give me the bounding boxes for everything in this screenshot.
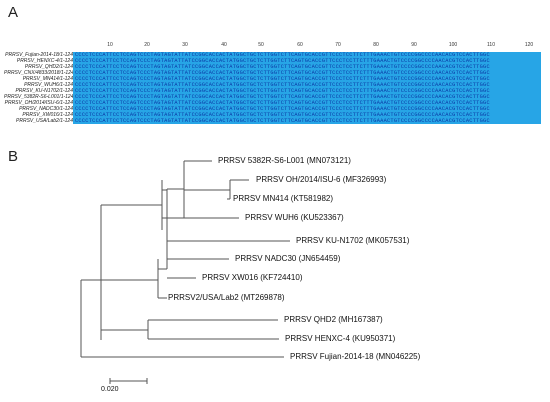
sequence-name: PRRSV_QHD2/1-124: [24, 64, 73, 70]
sequence-name: PRRSV_MN414/1-124: [22, 76, 73, 82]
tree-leaf-label: PRRSV QHD2 (MH167387): [284, 315, 383, 324]
tree-leaf-label: PRRSV KU-N1702 (MK057531): [296, 236, 410, 245]
sequence-row: CCCCTCCCATTCCTCCAGTCCCTAGTAGTATTATCCGGCA…: [75, 106, 490, 112]
ruler-tick: 120: [524, 42, 534, 48]
ruler-tick: 60: [297, 42, 303, 48]
tree-leaf-label: PRRSV HENXC-4 (KU950371): [285, 334, 396, 343]
tree-leaf-label: PRRSV NADC30 (JN654459): [235, 254, 341, 263]
sequence-name: PRRSV_XW016/1-124: [22, 112, 73, 118]
sequence-name: PRRSV_KU-N1702/1-124: [15, 88, 73, 94]
position-ruler: 10 20 30 40 50 60 70 80 90 100 110 120: [73, 42, 541, 52]
tree-leaf-label: PRRSV Fujian-2014-18 (MN046225): [290, 352, 421, 361]
sequence-name: PRRSV_WUH6/1-124: [24, 82, 73, 88]
panel-a-letter: A: [8, 4, 19, 21]
tree-leaf-label: PRRSV MN414 (KT581982): [233, 194, 334, 203]
sequence-name: PRRSV_HENXC-4/1-124: [16, 58, 73, 64]
sequence-row: CCCCTCCCATTCCTCCAGTCCCTAGTAGTATTATCCGGCA…: [75, 82, 490, 88]
ruler-tick: 50: [258, 42, 264, 48]
sequence-row: CCCCTCCCATTCCTCCAGTCCCTAGTAGTATTATCCGGCA…: [75, 118, 490, 124]
sequence-alignment-block: CCCCTCCCATTCCTCCAGTCCCTAGTAGTATTATCCGGCA…: [73, 52, 541, 124]
sequence-row: CCCCTCCCATTCCTCCAGTCCCTAGTAGTATTATCCGGCA…: [75, 52, 490, 58]
sequence-name: PRRSV_USA/Lab2/1-124: [16, 118, 73, 124]
sequence-name: PRRSV_5382R-S6-L001/1-124: [4, 94, 73, 100]
ruler-tick: 10: [107, 42, 113, 48]
panel-b-letter: B: [8, 148, 19, 165]
tree-leaf-label: PRRSV OH/2014/ISU-6 (MF326993): [256, 175, 387, 184]
sequence-name: PRRSV_CNX/4833/2018/1-124: [4, 70, 73, 76]
ruler-tick: 110: [487, 42, 495, 48]
sequence-name: PRRSV_NADC30/1-124: [19, 106, 73, 112]
sequence-name: PRRSV_Fujian-2014-18/1-124: [5, 52, 73, 58]
ruler-tick: 80: [373, 42, 379, 48]
tree-leaf-label: PRRSV XW016 (KF724410): [202, 273, 303, 282]
sequence-row: CCCCTCCCATTCCTCCAGTCCCTAGTAGTATTATCCGGCA…: [75, 76, 490, 82]
tree-leaf-label: PRRSV2/USA/Lab2 (MT269878): [168, 293, 285, 302]
sequence-row: CCCCTCCCATTCCTCCAGTCCCTAGTAGTATTATCCGGCA…: [75, 88, 490, 94]
ruler-tick: 70: [335, 42, 341, 48]
sequence-row: CCCCTCCCATTCCTCCAGTCCCTAGTAGTATTATCCGGCA…: [75, 112, 490, 118]
sequence-row: CCCCTCCCATTCCTCCAGTCCCTAGTAGTATTATCCGGCA…: [75, 64, 490, 70]
sequence-name: PRRSV_OH/2014/ISU-6/1-124: [4, 100, 73, 106]
scale-bar-label: 0.020: [101, 386, 119, 393]
sequence-row: CCCCTCCCATTCCTCCAGTCCCTAGTAGTATTATCCGGCA…: [75, 100, 490, 106]
tree-leaf-label: PRRSV WUH6 (KU523367): [245, 213, 344, 222]
sequence-row: CCCCTCCCATTCCTCCAGTCCCTAGTAGTATTATCCGGCA…: [75, 94, 490, 100]
tree-leaf-label: PRRSV 5382R-S6-L001 (MN073121): [218, 156, 351, 165]
ruler-tick: 30: [182, 42, 188, 48]
ruler-tick: 20: [144, 42, 150, 48]
ruler-tick: 100: [448, 42, 458, 48]
ruler-tick: 90: [411, 42, 417, 48]
ruler-tick: 40: [221, 42, 227, 48]
sequence-row: CCCCTCCCATTCCTCCAGTCCCTAGTAGTATTATCCGGCA…: [75, 58, 490, 64]
sequence-row: CCCCTCCCATTCCTCCAGTCCCTAGTAGTATTATCCGGCA…: [75, 70, 490, 76]
